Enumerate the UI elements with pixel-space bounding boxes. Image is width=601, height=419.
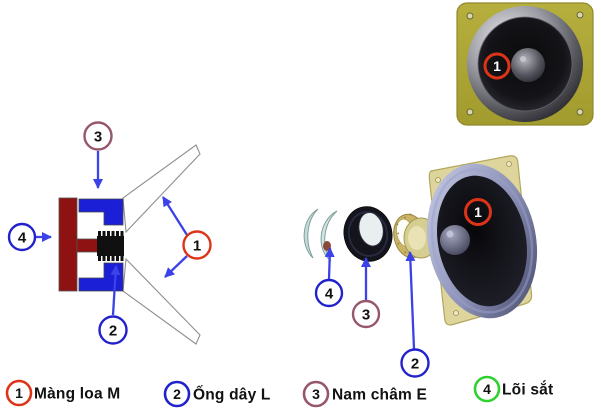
exploded-callout-1-number: 1 xyxy=(474,204,482,220)
legend: 1 Màng loa M 2 Ống dây L 3 Nam châm E 4 … xyxy=(5,375,553,408)
iron-core-prong xyxy=(76,238,100,253)
legend-item-2: 2 Ống dây L xyxy=(163,380,271,408)
arrow-4-to-core-pieces xyxy=(324,247,335,280)
callout-1: 1 xyxy=(182,230,212,260)
legend-ring-4 xyxy=(473,375,501,403)
legend-item-4: 4 Lõi sắt xyxy=(473,375,553,403)
arrow-1-to-cone-top xyxy=(162,196,188,236)
exploded-callout-3-ring xyxy=(351,299,381,329)
exploded-callout-1: 1 xyxy=(464,198,492,226)
callout-2-ring xyxy=(98,315,128,345)
callout-3-number: 3 xyxy=(94,129,102,146)
photo-dust-cap-highlight xyxy=(520,56,526,62)
exploded-callout-4-ring xyxy=(314,278,344,308)
front-photo: 1 xyxy=(456,2,594,126)
cone-bottom-outline xyxy=(122,257,201,345)
legend-ring-3 xyxy=(302,380,330,408)
legend-label-3: Nam châm E xyxy=(332,387,427,404)
photo-cone-edge xyxy=(477,16,573,112)
legend-number-1: 1 xyxy=(15,385,23,401)
photo-screw-holes xyxy=(466,11,584,116)
cross-section-diagram: 3 4 2 1 xyxy=(7,121,212,345)
arrow-1-to-cone-bottom xyxy=(164,255,188,278)
magnet-top-arm xyxy=(78,198,124,226)
photo-callout-1-ring xyxy=(483,52,511,80)
exploded-cone xyxy=(426,163,538,319)
legend-label-2: Ống dây L xyxy=(193,386,271,404)
callout-2: 2 xyxy=(98,315,128,345)
legend-label-1: Màng loa M xyxy=(34,386,120,403)
exploded-dust-cap xyxy=(440,225,470,255)
exploded-dust-cap-highlight xyxy=(446,230,454,238)
callout-2-number: 2 xyxy=(109,323,117,340)
callout-4-number: 4 xyxy=(18,230,27,247)
legend-number-3: 3 xyxy=(312,386,320,402)
legend-ring-2 xyxy=(163,380,191,408)
exploded-callout-2-number: 2 xyxy=(411,356,419,373)
voice-coil xyxy=(97,231,124,261)
exploded-callout-1-ring xyxy=(464,198,492,226)
exploded-callout-2-ring xyxy=(400,348,430,378)
exploded-view: 4 3 2 1 xyxy=(303,155,538,378)
callout-1-ring xyxy=(182,230,212,260)
legend-number-4: 4 xyxy=(483,381,491,397)
callout-3: 3 xyxy=(83,121,113,151)
cone-top-outline xyxy=(122,144,201,234)
arrow-2-to-coil-ring xyxy=(405,251,416,350)
exploded-callout-3-number: 3 xyxy=(362,307,370,324)
exploded-callout-4: 4 xyxy=(314,278,344,308)
legend-item-3: 3 Nam châm E xyxy=(302,380,427,408)
legend-number-2: 2 xyxy=(173,386,181,402)
legend-ring-1 xyxy=(5,379,33,407)
iron-core-bar xyxy=(58,197,78,292)
legend-item-1: 1 Màng loa M xyxy=(5,379,120,407)
photo-callout-1-number: 1 xyxy=(493,58,501,74)
exploded-callout-4-number: 4 xyxy=(325,286,334,303)
exploded-callout-3: 3 xyxy=(351,299,381,329)
arrow-2-to-coil xyxy=(110,265,121,316)
callout-1-number: 1 xyxy=(193,238,201,255)
legend-label-4: Lõi sắt xyxy=(502,381,553,399)
exploded-magnet-ring xyxy=(343,206,393,262)
photo-dust-cap xyxy=(511,48,545,82)
callout-4: 4 xyxy=(7,222,37,252)
photo-callout-1: 1 xyxy=(483,52,511,80)
exploded-iron-core xyxy=(303,208,338,262)
exploded-callout-2: 2 xyxy=(400,348,430,378)
callout-3-ring xyxy=(83,121,113,151)
callout-4-ring xyxy=(7,222,37,252)
